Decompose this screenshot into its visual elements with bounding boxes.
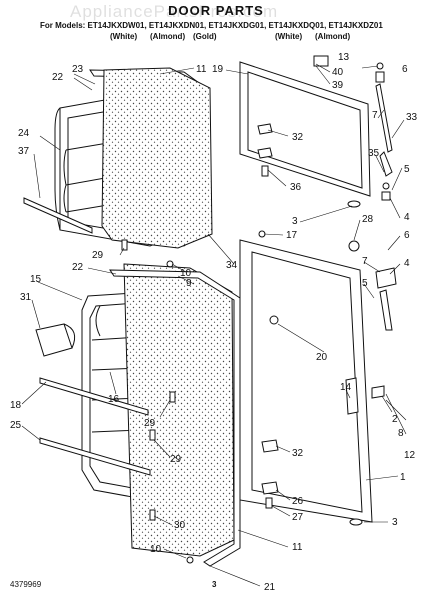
callout: 7 [372, 110, 378, 121]
model-list: For Models: ET14JKXDW01, ET14JKXDN01, ET… [40, 21, 383, 30]
label-sticker [313, 55, 329, 67]
watermark: AppliancePartsPros.com [70, 2, 279, 21]
door-shelf-bar [39, 437, 151, 476]
callout: 36 [290, 182, 302, 193]
callout: 15 [30, 274, 42, 285]
callout: 25 [10, 420, 22, 431]
freezer-door-shelf [23, 197, 93, 234]
color-label: (White) [110, 32, 138, 41]
callout: 19 [212, 64, 224, 75]
callout: 6 [404, 230, 410, 241]
callout: 7 [362, 256, 368, 267]
callout: 4 [404, 212, 410, 223]
callout: 32 [292, 448, 304, 459]
callout: 5 [362, 278, 368, 289]
callout: 20 [316, 352, 328, 363]
callout: 22 [52, 72, 64, 83]
callout: 13 [338, 52, 350, 63]
callout: 8 [398, 428, 404, 439]
callout: 21 [264, 582, 276, 593]
color-label: (Gold) [193, 32, 217, 41]
callout: 3 [292, 216, 298, 227]
callout: 32 [292, 132, 304, 143]
callout: 23 [72, 64, 84, 75]
callout: 4 [404, 258, 410, 269]
callout: 9 [186, 278, 192, 289]
callout: 22 [72, 262, 84, 273]
callout: 27 [292, 512, 304, 523]
callout: 24 [18, 128, 30, 139]
callout: 10 [180, 268, 192, 279]
page-title: DOOR PARTS [168, 3, 264, 18]
freezer-door-panel [239, 61, 371, 197]
callout: 29 [92, 250, 104, 261]
fresh-food-door-gasket [109, 269, 241, 567]
callout: 17 [286, 230, 298, 241]
callout: 1 [400, 472, 406, 483]
hinge-assembly-upper [375, 62, 393, 201]
callout: 28 [362, 214, 374, 225]
callout: 37 [18, 146, 30, 157]
page-number: 3 [212, 580, 217, 589]
callout: 3 [392, 517, 398, 528]
callout: 18 [10, 400, 22, 411]
freezer-door-insulation [101, 67, 213, 249]
callout: 39 [332, 80, 344, 91]
color-label: (Almond) [150, 32, 186, 41]
callout: 34 [226, 260, 238, 271]
callout: 6 [402, 64, 408, 75]
callout: 29 [144, 418, 156, 429]
callout: 26 [292, 496, 304, 507]
callout: 31 [20, 292, 32, 303]
callout: 14 [340, 382, 352, 393]
callout: 16 [108, 394, 120, 405]
callout-labels: 23 22 11 19 13 40 39 6 24 37 32 7 33 36 … [10, 52, 418, 593]
callout: 10 [150, 544, 162, 555]
callout: 11 [292, 542, 303, 553]
callout: 35 [368, 148, 380, 159]
callout: 12 [404, 450, 416, 461]
door-shelf-bar [39, 377, 149, 416]
document-number: 4379969 [10, 580, 42, 589]
callout: 40 [332, 67, 344, 78]
dairy-compartment-cover [35, 323, 76, 357]
callout: 11 [196, 64, 207, 75]
color-label: (Almond) [315, 32, 351, 41]
callout: 29 [170, 454, 182, 465]
callout: 33 [406, 112, 418, 123]
callout: 5 [404, 164, 410, 175]
callout: 30 [174, 520, 186, 531]
callout: 2 [392, 414, 398, 425]
color-label: (White) [275, 32, 303, 41]
